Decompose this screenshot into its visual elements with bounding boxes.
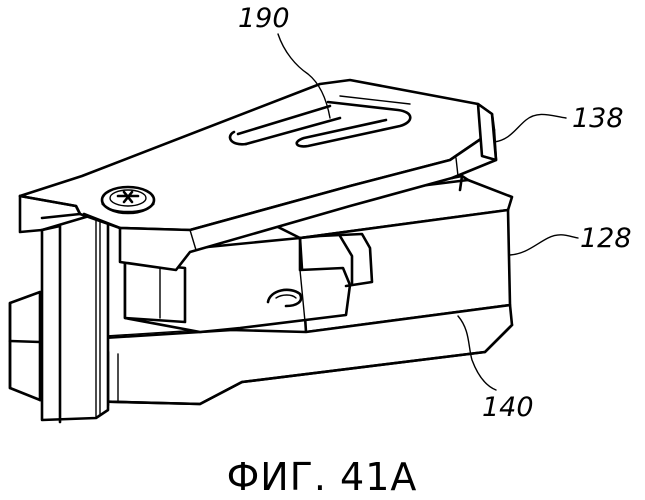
label-190: 190 [238, 3, 290, 34]
end-plate [42, 214, 108, 422]
label-140: 140 [482, 392, 534, 423]
leader-128 [510, 235, 578, 255]
figure-caption: ФИГ. 41A [227, 455, 418, 499]
label-138: 138 [572, 103, 624, 134]
label-128: 128 [580, 223, 632, 254]
leader-138 [494, 114, 566, 142]
